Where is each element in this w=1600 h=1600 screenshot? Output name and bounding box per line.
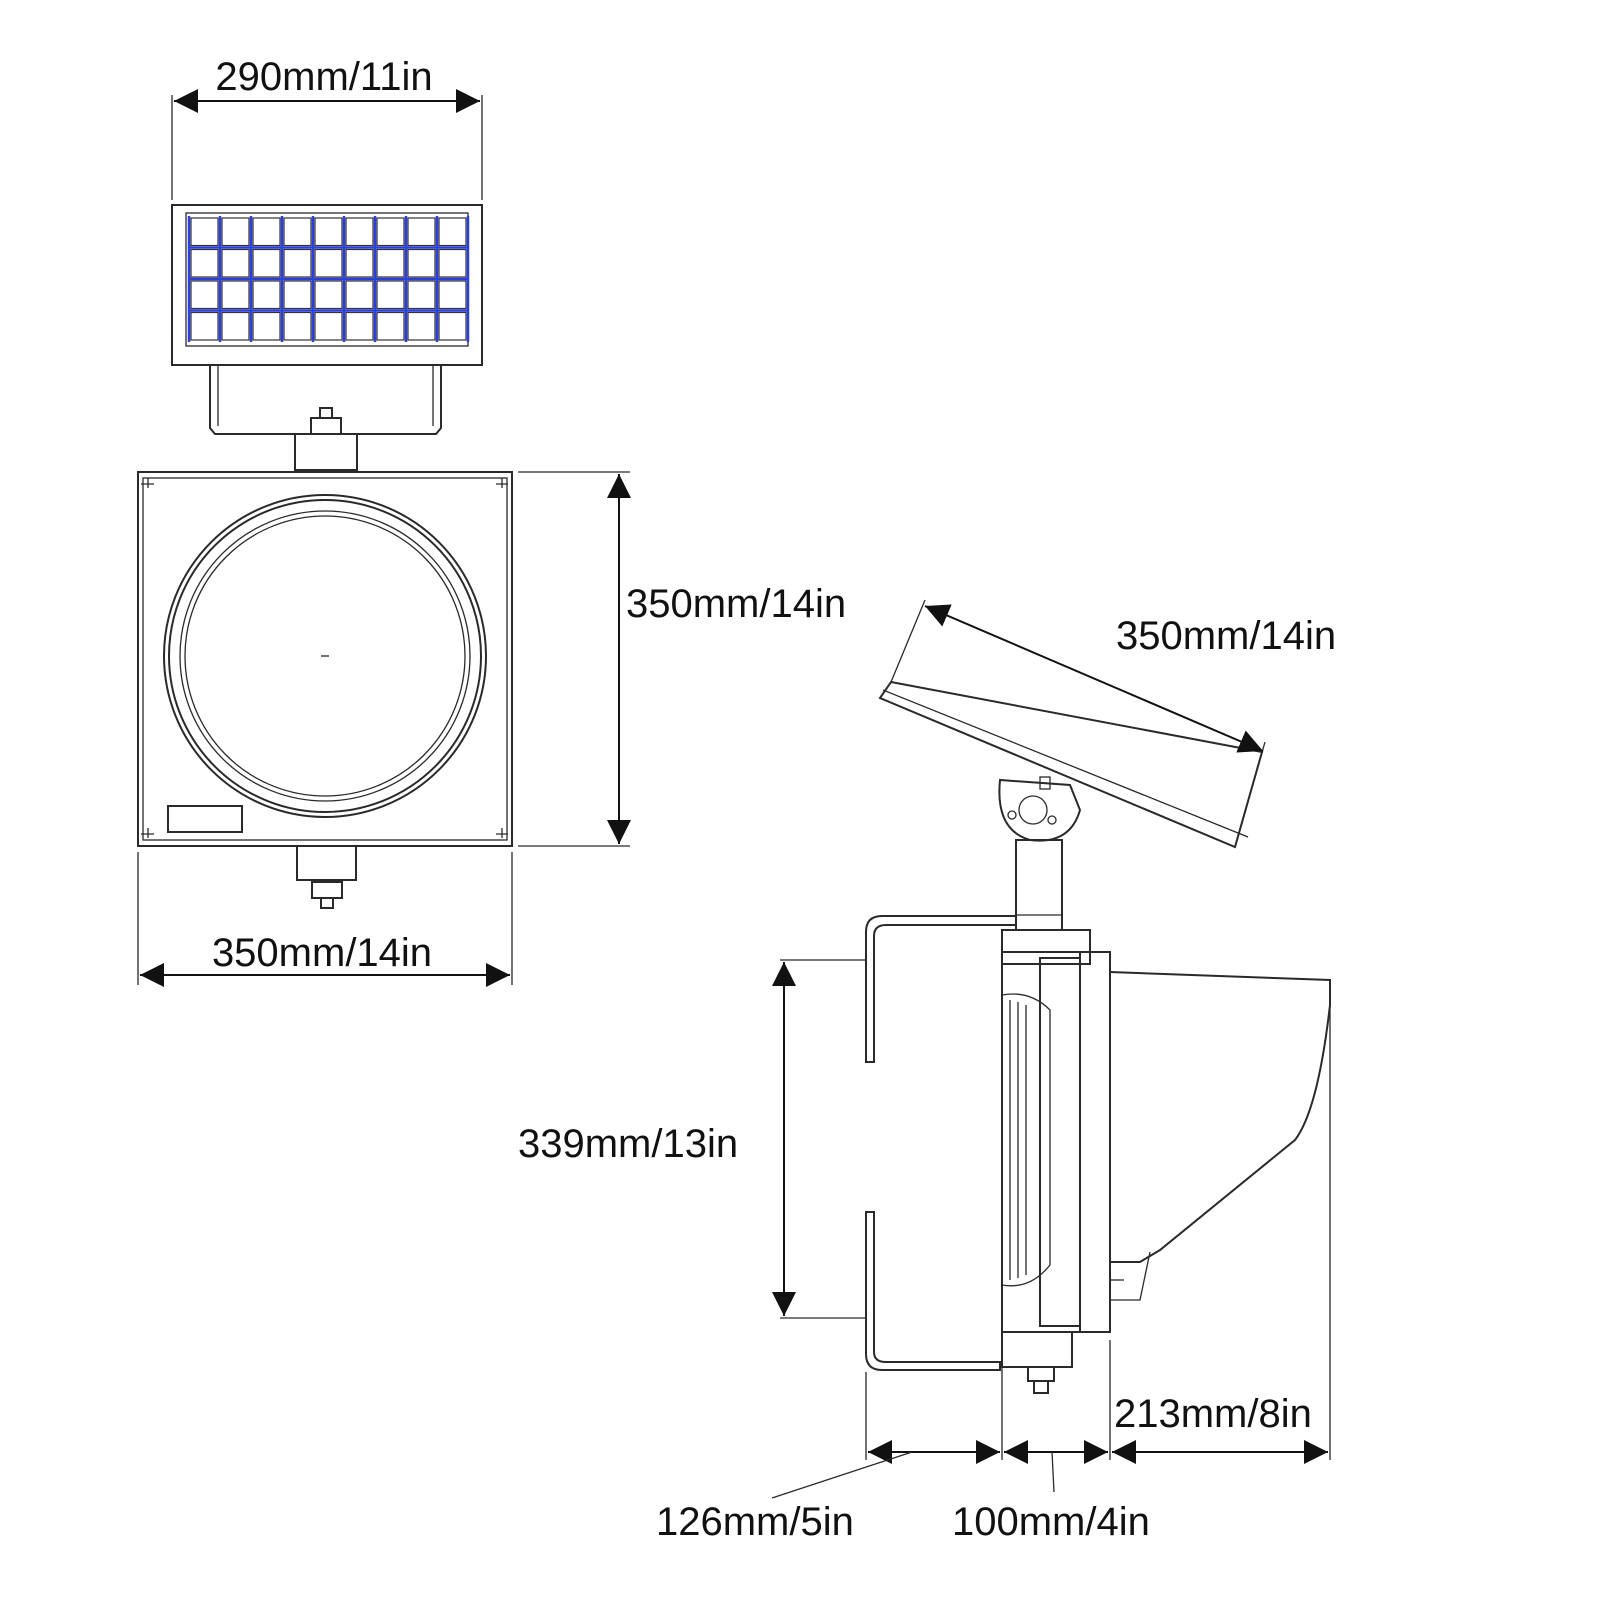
- solar-cell: [221, 248, 250, 278]
- signal-housing-side: [1001, 929, 1111, 1394]
- label-panel-length: 350mm/14in: [1116, 614, 1336, 658]
- solar-cell: [190, 248, 219, 278]
- pivot-bracket: [998, 776, 1082, 842]
- signal-lens: [163, 494, 487, 818]
- solar-cell: [221, 311, 250, 341]
- label-solar-width: 290mm/11in: [215, 55, 432, 99]
- top-bolt: [310, 407, 342, 435]
- solar-cell: [314, 248, 343, 278]
- solar-cell: [190, 217, 219, 247]
- solar-cell: [283, 248, 312, 278]
- solar-cell: [345, 311, 374, 341]
- side-pole: [1015, 839, 1063, 931]
- solar-cell: [221, 217, 250, 247]
- pole-top: [294, 433, 358, 471]
- solar-cell: [407, 248, 436, 278]
- dimension-solar-width: 290mm/11in: [171, 55, 483, 200]
- solar-cell: [438, 311, 467, 341]
- dimension-bracket-height: 339mm/13in: [518, 962, 796, 1316]
- solar-cell: [438, 248, 467, 278]
- solar-cell: [376, 311, 405, 341]
- solar-cell: [221, 280, 250, 310]
- solar-cell-grid: [187, 216, 470, 342]
- bottom-bolt: [311, 881, 343, 909]
- label-bracket-depth: 126mm/5in: [656, 1500, 854, 1544]
- solar-cell: [407, 311, 436, 341]
- dimension-depths: 213mm/8in 126mm/5in 100mm/4in: [656, 980, 1331, 1544]
- mounting-bracket: [780, 915, 1016, 1371]
- solar-cell: [345, 280, 374, 310]
- solar-cell: [283, 280, 312, 310]
- solar-cell: [283, 217, 312, 247]
- solar-cell: [376, 248, 405, 278]
- dimension-panel-length: 350mm/14in: [890, 599, 1336, 848]
- signal-housing-front: [137, 471, 513, 909]
- front-view: 290mm/11in 350mm/14in 350mm/14in: [137, 55, 846, 987]
- label-hood-depth: 213mm/8in: [1114, 1392, 1312, 1436]
- solar-cell: [376, 217, 405, 247]
- side-bottom-bolt: [1027, 1366, 1055, 1394]
- solar-cell: [190, 311, 219, 341]
- side-view: 350mm/14in 339mm/13in 213mm/8in 126mm/5i…: [518, 599, 1336, 1544]
- solar-cell: [190, 280, 219, 310]
- dimension-housing-width: 350mm/14in: [137, 852, 513, 987]
- solar-cell: [314, 311, 343, 341]
- label-housing-width: 350mm/14in: [212, 931, 432, 975]
- solar-cell: [283, 311, 312, 341]
- solar-cell: [438, 280, 467, 310]
- solar-cell: [345, 217, 374, 247]
- solar-cell: [252, 217, 281, 247]
- solar-panel-front: [171, 204, 483, 471]
- solar-cell: [252, 280, 281, 310]
- solar-cell: [252, 248, 281, 278]
- solar-panel-side: [878, 680, 1264, 931]
- label-housing-height: 350mm/14in: [626, 582, 846, 626]
- solar-cell: [314, 280, 343, 310]
- label-plate: [167, 805, 243, 833]
- solar-cell: [376, 280, 405, 310]
- label-bracket-height: 339mm/13in: [518, 1122, 738, 1166]
- dimension-housing-height: 350mm/14in: [518, 471, 846, 847]
- solar-cell: [252, 311, 281, 341]
- label-housing-depth: 100mm/4in: [952, 1500, 1150, 1544]
- solar-cell: [438, 217, 467, 247]
- solar-cell: [314, 217, 343, 247]
- solar-cell: [407, 280, 436, 310]
- signal-hood: [1109, 971, 1331, 1301]
- solar-cell: [407, 217, 436, 247]
- solar-cell: [345, 248, 374, 278]
